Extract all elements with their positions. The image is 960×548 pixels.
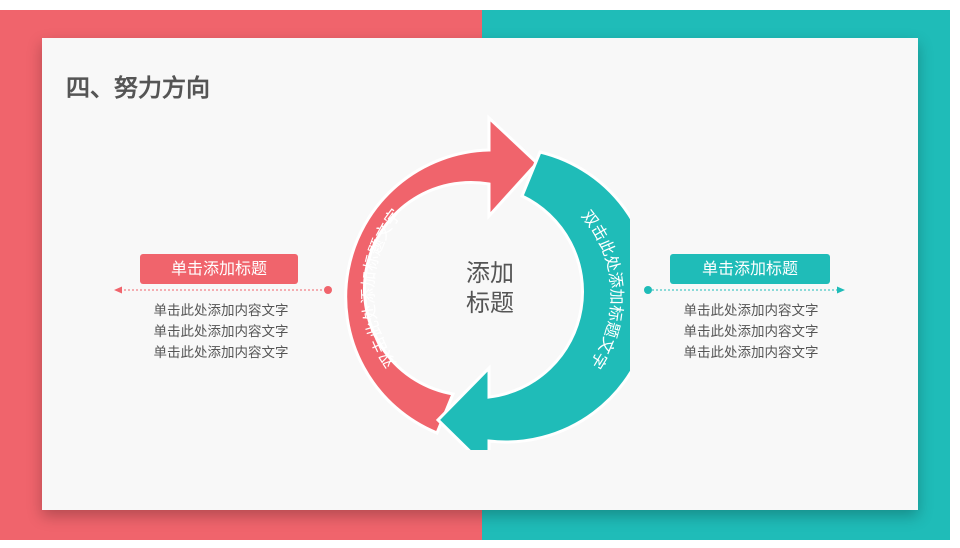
- left-title-box[interactable]: 单击添加标题: [140, 254, 298, 284]
- left-description-line: 单击此处添加内容文字: [153, 345, 289, 361]
- center-title-line1: 添加: [466, 259, 514, 287]
- right-description-line: 单击此处添加内容文字: [683, 345, 819, 361]
- right-description[interactable]: 单击此处添加内容文字 单击此处添加内容文字 单击此处添加内容文字: [671, 301, 831, 364]
- right-description-line: 单击此处添加内容文字: [683, 324, 819, 340]
- left-connector-dot: [324, 286, 332, 294]
- right-connector-arrowhead: [837, 286, 845, 294]
- cycle-diagram: 双击此处添加标题文字 双击此处添加标题文字: [344, 114, 630, 450]
- teal-cycle-arrow: [435, 150, 630, 450]
- left-description[interactable]: 单击此处添加内容文字 单击此处添加内容文字 单击此处添加内容文字: [141, 301, 301, 364]
- left-description-line: 单击此处添加内容文字: [153, 324, 289, 340]
- center-title-line2: 标题: [466, 289, 514, 317]
- right-title-box[interactable]: 单击添加标题: [670, 254, 830, 284]
- center-title[interactable]: 添加 标题: [440, 258, 540, 318]
- right-connector-dot: [644, 286, 652, 294]
- slide-title: 四、努力方向: [66, 74, 210, 102]
- left-description-line: 单击此处添加内容文字: [153, 303, 289, 319]
- right-description-line: 单击此处添加内容文字: [683, 303, 819, 319]
- left-connector-arrowhead: [114, 286, 122, 294]
